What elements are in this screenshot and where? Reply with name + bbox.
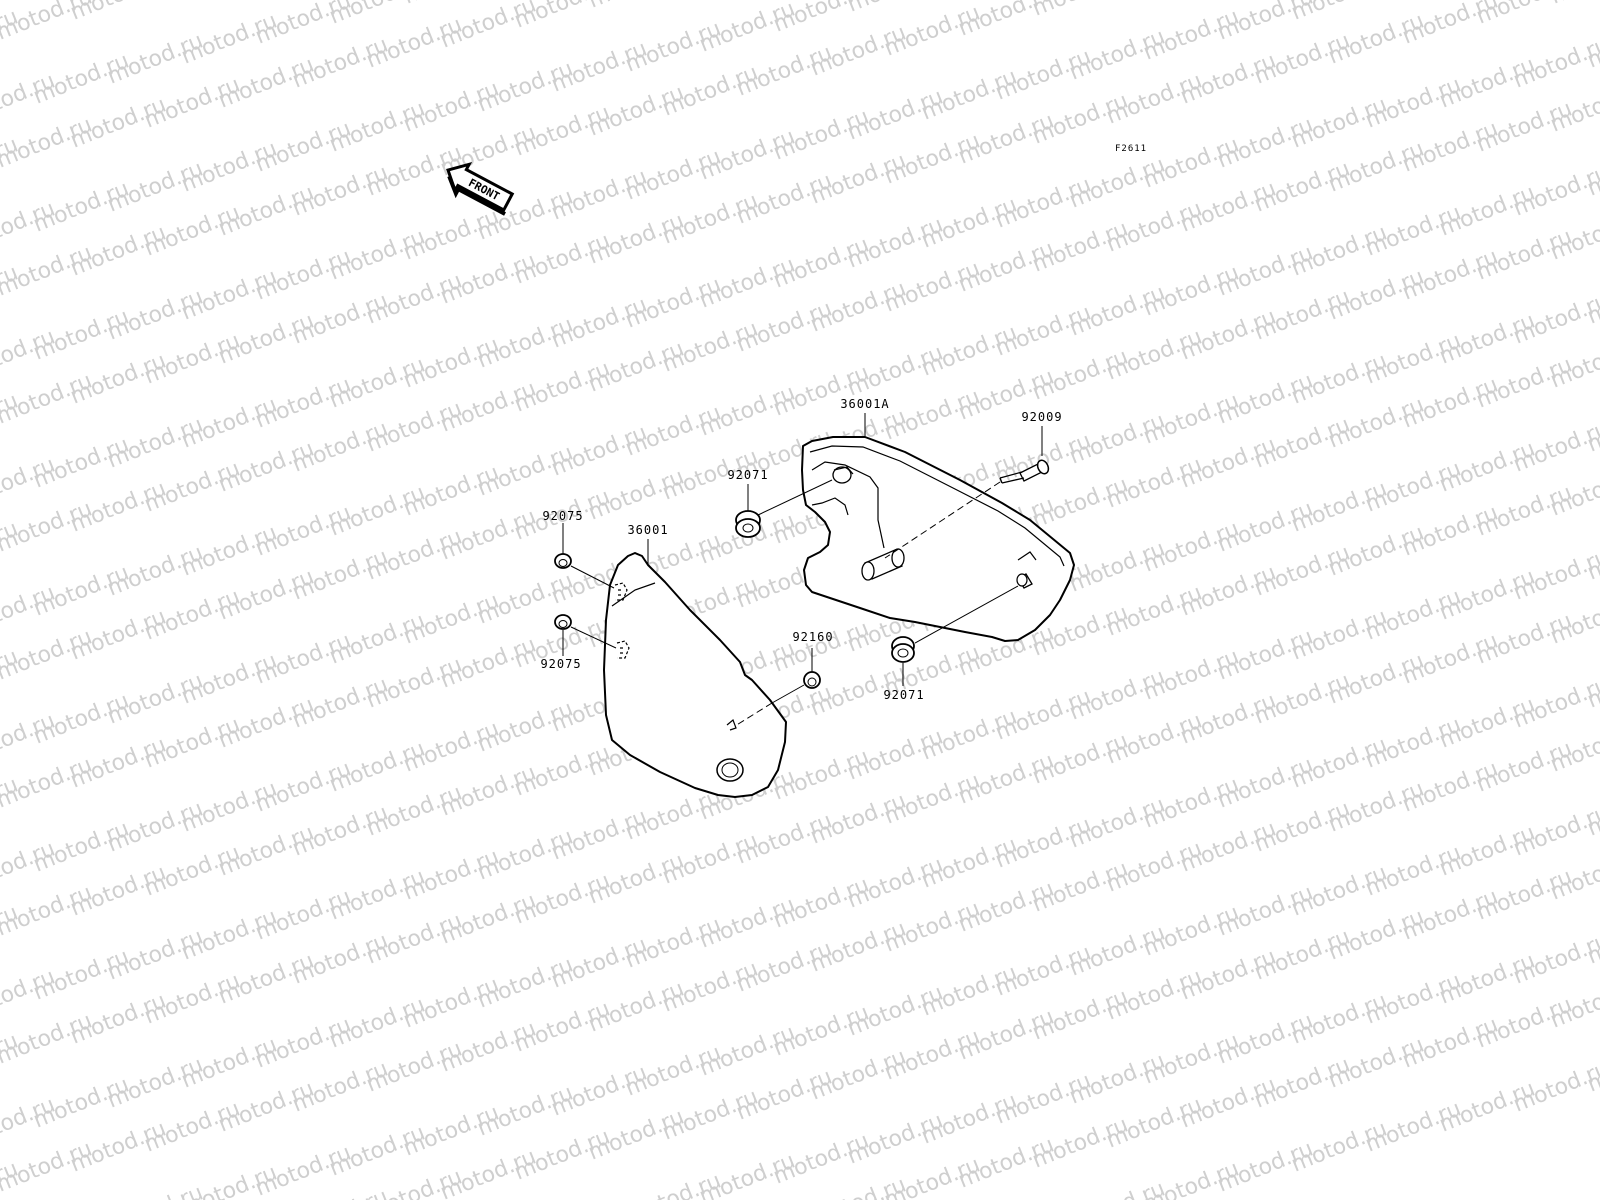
- mount-tab-upper: [614, 582, 628, 601]
- bolt-92009: [999, 459, 1050, 484]
- watermark-text: motod.ru: [1547, 0, 1600, 10]
- grommet-92071-upper: [735, 510, 761, 538]
- label-36001: 36001: [627, 523, 668, 537]
- mount-tab-lower: [616, 640, 630, 659]
- grommet-92071-lower-guide: [914, 585, 1019, 644]
- figure-code: F2611: [1115, 144, 1147, 154]
- grommet-92075-lower-guide: [570, 626, 617, 649]
- side-cover-right: [801, 436, 1075, 642]
- label-36001A: 36001A: [840, 397, 889, 411]
- grommet-92071-upper-guide: [757, 479, 833, 516]
- cover-emblem-hole: [716, 758, 744, 782]
- grommet-92160: [803, 671, 821, 689]
- watermark-text: motod.ru: [1029, 0, 1132, 22]
- label-92160: 92160: [792, 630, 833, 644]
- label-92071-upper: 92071: [727, 468, 768, 482]
- grommet-92071-lower: [891, 636, 915, 663]
- rubber-boss-center: [861, 548, 905, 581]
- grommet-92075-upper-guide: [570, 565, 615, 589]
- watermark-text: motod.ru: [844, 0, 947, 18]
- watermark-text: motod.ru: [585, 0, 688, 14]
- label-92075-upper: 92075: [542, 509, 583, 523]
- grommet-92160-guide: [771, 684, 805, 704]
- rubber-boss-lower: [1016, 573, 1033, 589]
- watermark-text: motod.ru: [1103, 0, 1206, 2]
- side-cover-left: [603, 552, 787, 798]
- label-92075-lower: 92075: [540, 657, 581, 671]
- watermark-text: motod.ru: [400, 0, 503, 10]
- label-92009: 92009: [1021, 410, 1062, 424]
- watermark-text: motod.ru: [1362, 0, 1465, 6]
- grommet-92075-upper: [554, 553, 572, 569]
- grommet-92075-lower: [554, 614, 572, 630]
- watermark-text: motod.ru: [141, 0, 244, 6]
- grommet-92160-dash: [734, 702, 773, 727]
- label-92071-lower: 92071: [883, 688, 924, 702]
- bolt-92009-guide: [884, 481, 1001, 559]
